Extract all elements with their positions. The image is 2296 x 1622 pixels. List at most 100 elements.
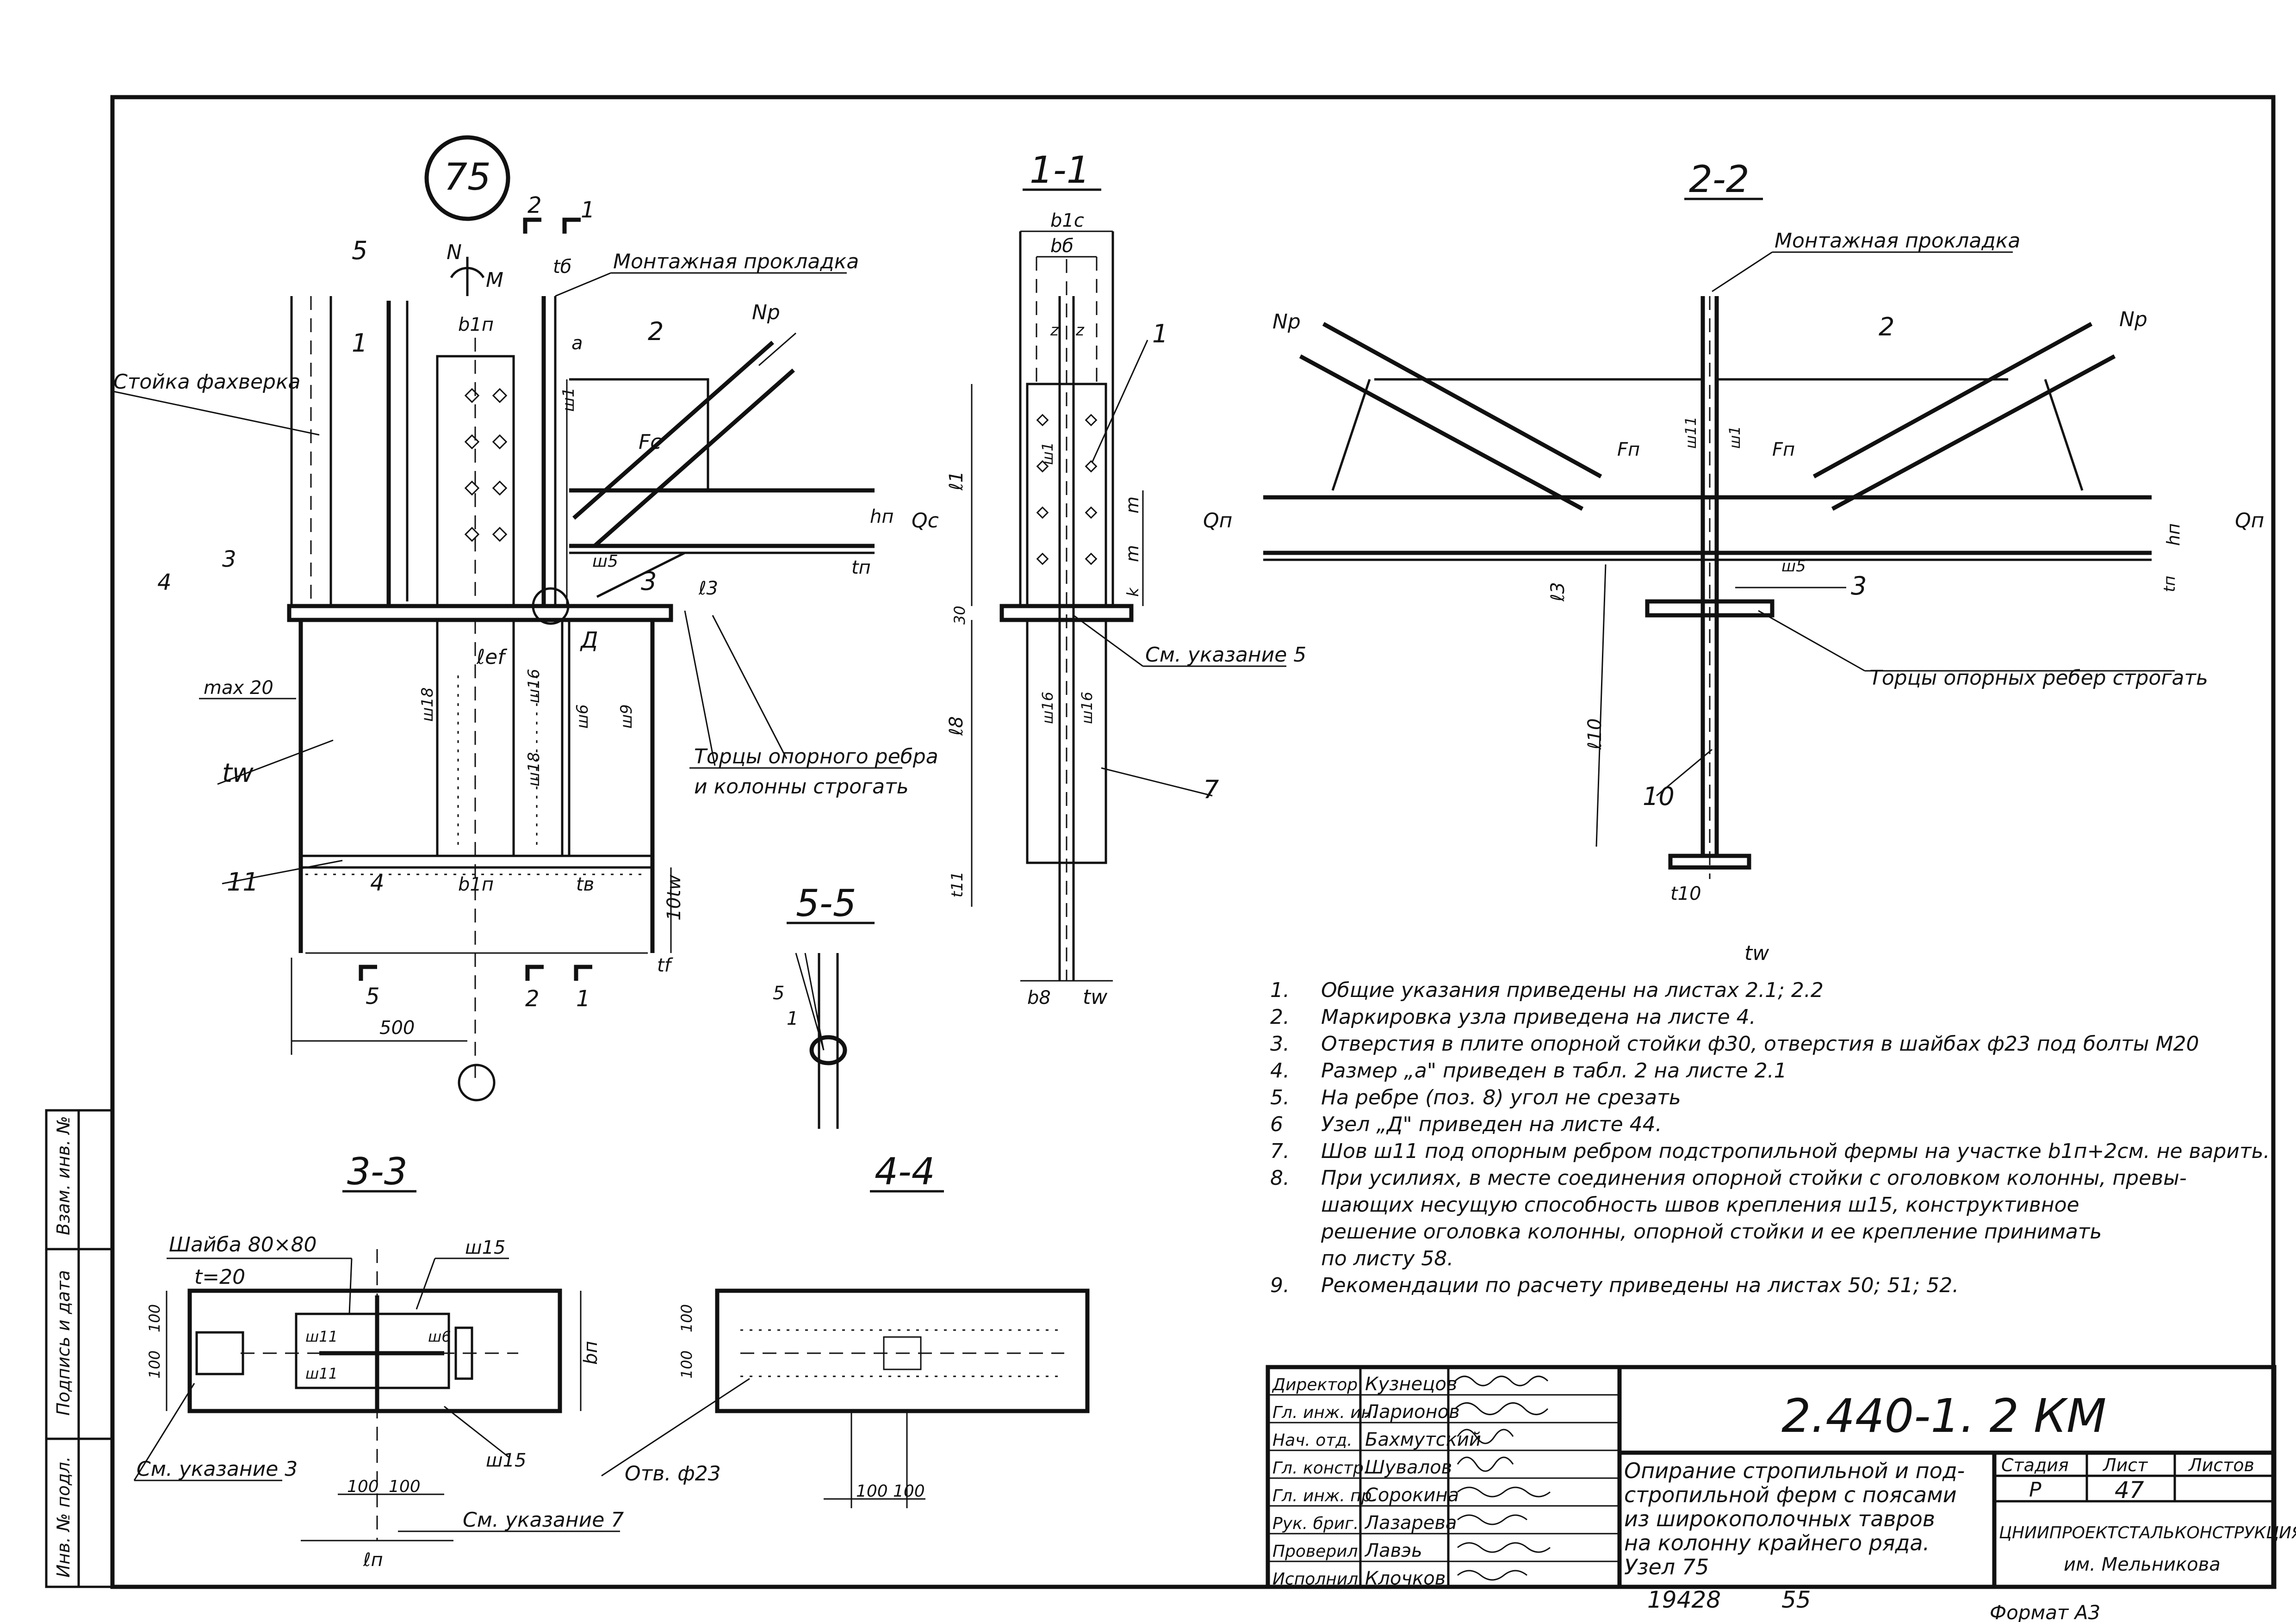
note-text: решение оголовка колонны, опорной стойки… [1321, 1220, 2102, 1244]
weld-w16b: ш16 [1078, 692, 1096, 724]
label-tB: tв [576, 874, 594, 895]
tb-org2: им. Мельникова [2064, 1554, 2221, 1575]
label-Np-l: Nр [1272, 310, 1301, 334]
note-text: шающих несущую способность швов креплени… [1321, 1193, 2079, 1217]
section-title-22: 2-2 [1689, 158, 1750, 201]
note-number: 9. [1270, 1274, 1290, 1297]
label-see5: См. указание 5 [1145, 643, 1306, 667]
label-100e: 100 [856, 1482, 888, 1501]
tb-role: Нач. отд. [1272, 1431, 1353, 1450]
label-55-5: 5 [773, 983, 784, 1004]
bottom-format: Формат А3 [1990, 1601, 2100, 1622]
tb-role: Директор [1272, 1375, 1358, 1394]
tb-stage-label: Стадия [2001, 1455, 2069, 1475]
tb-name: Бахмутский [1365, 1429, 1481, 1450]
section-title-55: 5-5 [796, 882, 856, 925]
label-t10: t10 [1670, 883, 1701, 904]
signatures [1454, 1375, 1551, 1581]
note-text: При усилиях, в месте соединения опорной … [1321, 1166, 2187, 1190]
label-100b: 100 [389, 1477, 421, 1496]
tb-role: Гл. инж. пр. [1272, 1486, 1377, 1505]
section-1-1: 1-1 [946, 149, 1306, 1009]
note-number: 4. [1270, 1059, 1290, 1083]
label-pos-2-22: 2 [1879, 312, 1894, 341]
label-b10: b1п [458, 874, 494, 895]
label-pos-1: 1 [352, 328, 367, 358]
tb-role: Исполнил [1272, 1570, 1358, 1589]
note-number: 8. [1270, 1166, 1290, 1190]
tb-title-line: стропильной ферм с поясами [1624, 1482, 1957, 1507]
tb-role: Проверил [1272, 1542, 1358, 1561]
label-m1: m [1122, 496, 1142, 514]
label-m2: m [1122, 545, 1142, 562]
tb-role: Рук. бриг. [1272, 1514, 1359, 1533]
label-pos-8: 7 [1203, 775, 1219, 804]
label-cut-4: 4 [157, 570, 172, 595]
note-number: 6 [1270, 1113, 1283, 1136]
label-w11-33a: ш11 [305, 1328, 338, 1345]
label-cut-5: 5 [366, 984, 380, 1009]
label-lef: ℓef [476, 645, 508, 669]
label-tb: tб [553, 256, 571, 278]
weld-w9-main: ш9 [617, 704, 636, 729]
label-Np-main: Nр [752, 301, 780, 324]
weld-w18b: ш18 [525, 752, 543, 786]
label-tortsy-2: и колонны строгать [694, 775, 909, 799]
label-z1: z [1050, 321, 1059, 340]
label-Qn-l: Qп [1203, 509, 1232, 532]
label-hole: Отв. ф23 [625, 1462, 721, 1486]
label-b8: b8 [1027, 987, 1051, 1009]
side-stamp: Инв. № подл. Подпись и дата Взам. инв. № [53, 1116, 74, 1578]
tb-role: Гл. констр. [1272, 1459, 1369, 1478]
label-tw-11: tw [1083, 985, 1108, 1009]
label-100h: 100 [678, 1350, 695, 1379]
label-l10: ℓ10 [1584, 718, 1606, 750]
tb-title: Опирание стропильной и под-стропильной ф… [1624, 1458, 1965, 1579]
note-number: 2. [1270, 1005, 1290, 1029]
label-see7: См. указание 7 [463, 1508, 624, 1532]
main-labels: Стойка фахверка Монтажная прокладка max … [113, 192, 939, 1039]
note-text: На ребре (поз. 8) угол не срезать [1321, 1086, 1681, 1109]
label-w11-33b: ш11 [305, 1365, 338, 1382]
label-cut-3: 3 [222, 546, 236, 572]
tb-sheet-label: Лист [2102, 1455, 2148, 1475]
label-k: k [1124, 587, 1142, 597]
tb-sheet: 47 [2115, 1477, 2144, 1504]
note-text: Размер „а" приведен в табл. 2 на листе 2… [1321, 1059, 1787, 1083]
bottom-line: 19428 55 Формат А3 [1647, 1586, 2100, 1622]
label-pos-3: 3 [641, 567, 657, 596]
note-number: 1. [1270, 978, 1290, 1002]
label-pos-10: 10 [1643, 782, 1675, 811]
note-text: Шов ш11 под опорным ребром подстропильно… [1321, 1139, 2270, 1163]
tb-code: 2.440-1. 2 КМ [1781, 1389, 2106, 1443]
weld-w16-main: ш16 [525, 669, 543, 703]
tb-name: Шувалов [1365, 1457, 1452, 1478]
tb-role: Гл. инж. ин. [1272, 1403, 1378, 1422]
label-cut-2-top: 2 [527, 192, 542, 218]
note-text: Маркировка узла приведена на листе 4. [1321, 1005, 1756, 1029]
weld-w16a: ш16 [1039, 692, 1056, 724]
label-cut-1-bot: 1 [576, 986, 590, 1012]
note-number: 5. [1270, 1086, 1290, 1109]
label-z2: z [1075, 321, 1085, 340]
label-D: Д [580, 627, 598, 653]
label-hn-main: hп [870, 506, 894, 527]
tb-name: Лавэь [1364, 1540, 1422, 1561]
label-pos-3-22: 3 [1851, 571, 1867, 601]
label-M: M [486, 268, 503, 292]
label-l3-main: ℓ3 [698, 578, 718, 599]
note-number: 3. [1270, 1032, 1290, 1056]
label-washer-1: Шайба 80×80 [169, 1233, 317, 1257]
label-a: a [571, 333, 583, 354]
tb-title-line: Узел 75 [1624, 1554, 1709, 1579]
label-Qn-r: Qп [2235, 509, 2264, 532]
label-100d: 100 [146, 1350, 163, 1379]
label-10tw: 10tw [664, 874, 685, 921]
label-l3-22: ℓ3 [1547, 582, 1569, 602]
label-hn-22: hп [2163, 523, 2184, 546]
stamp-inv: Инв. № подл. [53, 1456, 74, 1578]
label-cut-5-top: 4 [370, 870, 385, 896]
label-washer-2: t=20 [194, 1265, 245, 1289]
